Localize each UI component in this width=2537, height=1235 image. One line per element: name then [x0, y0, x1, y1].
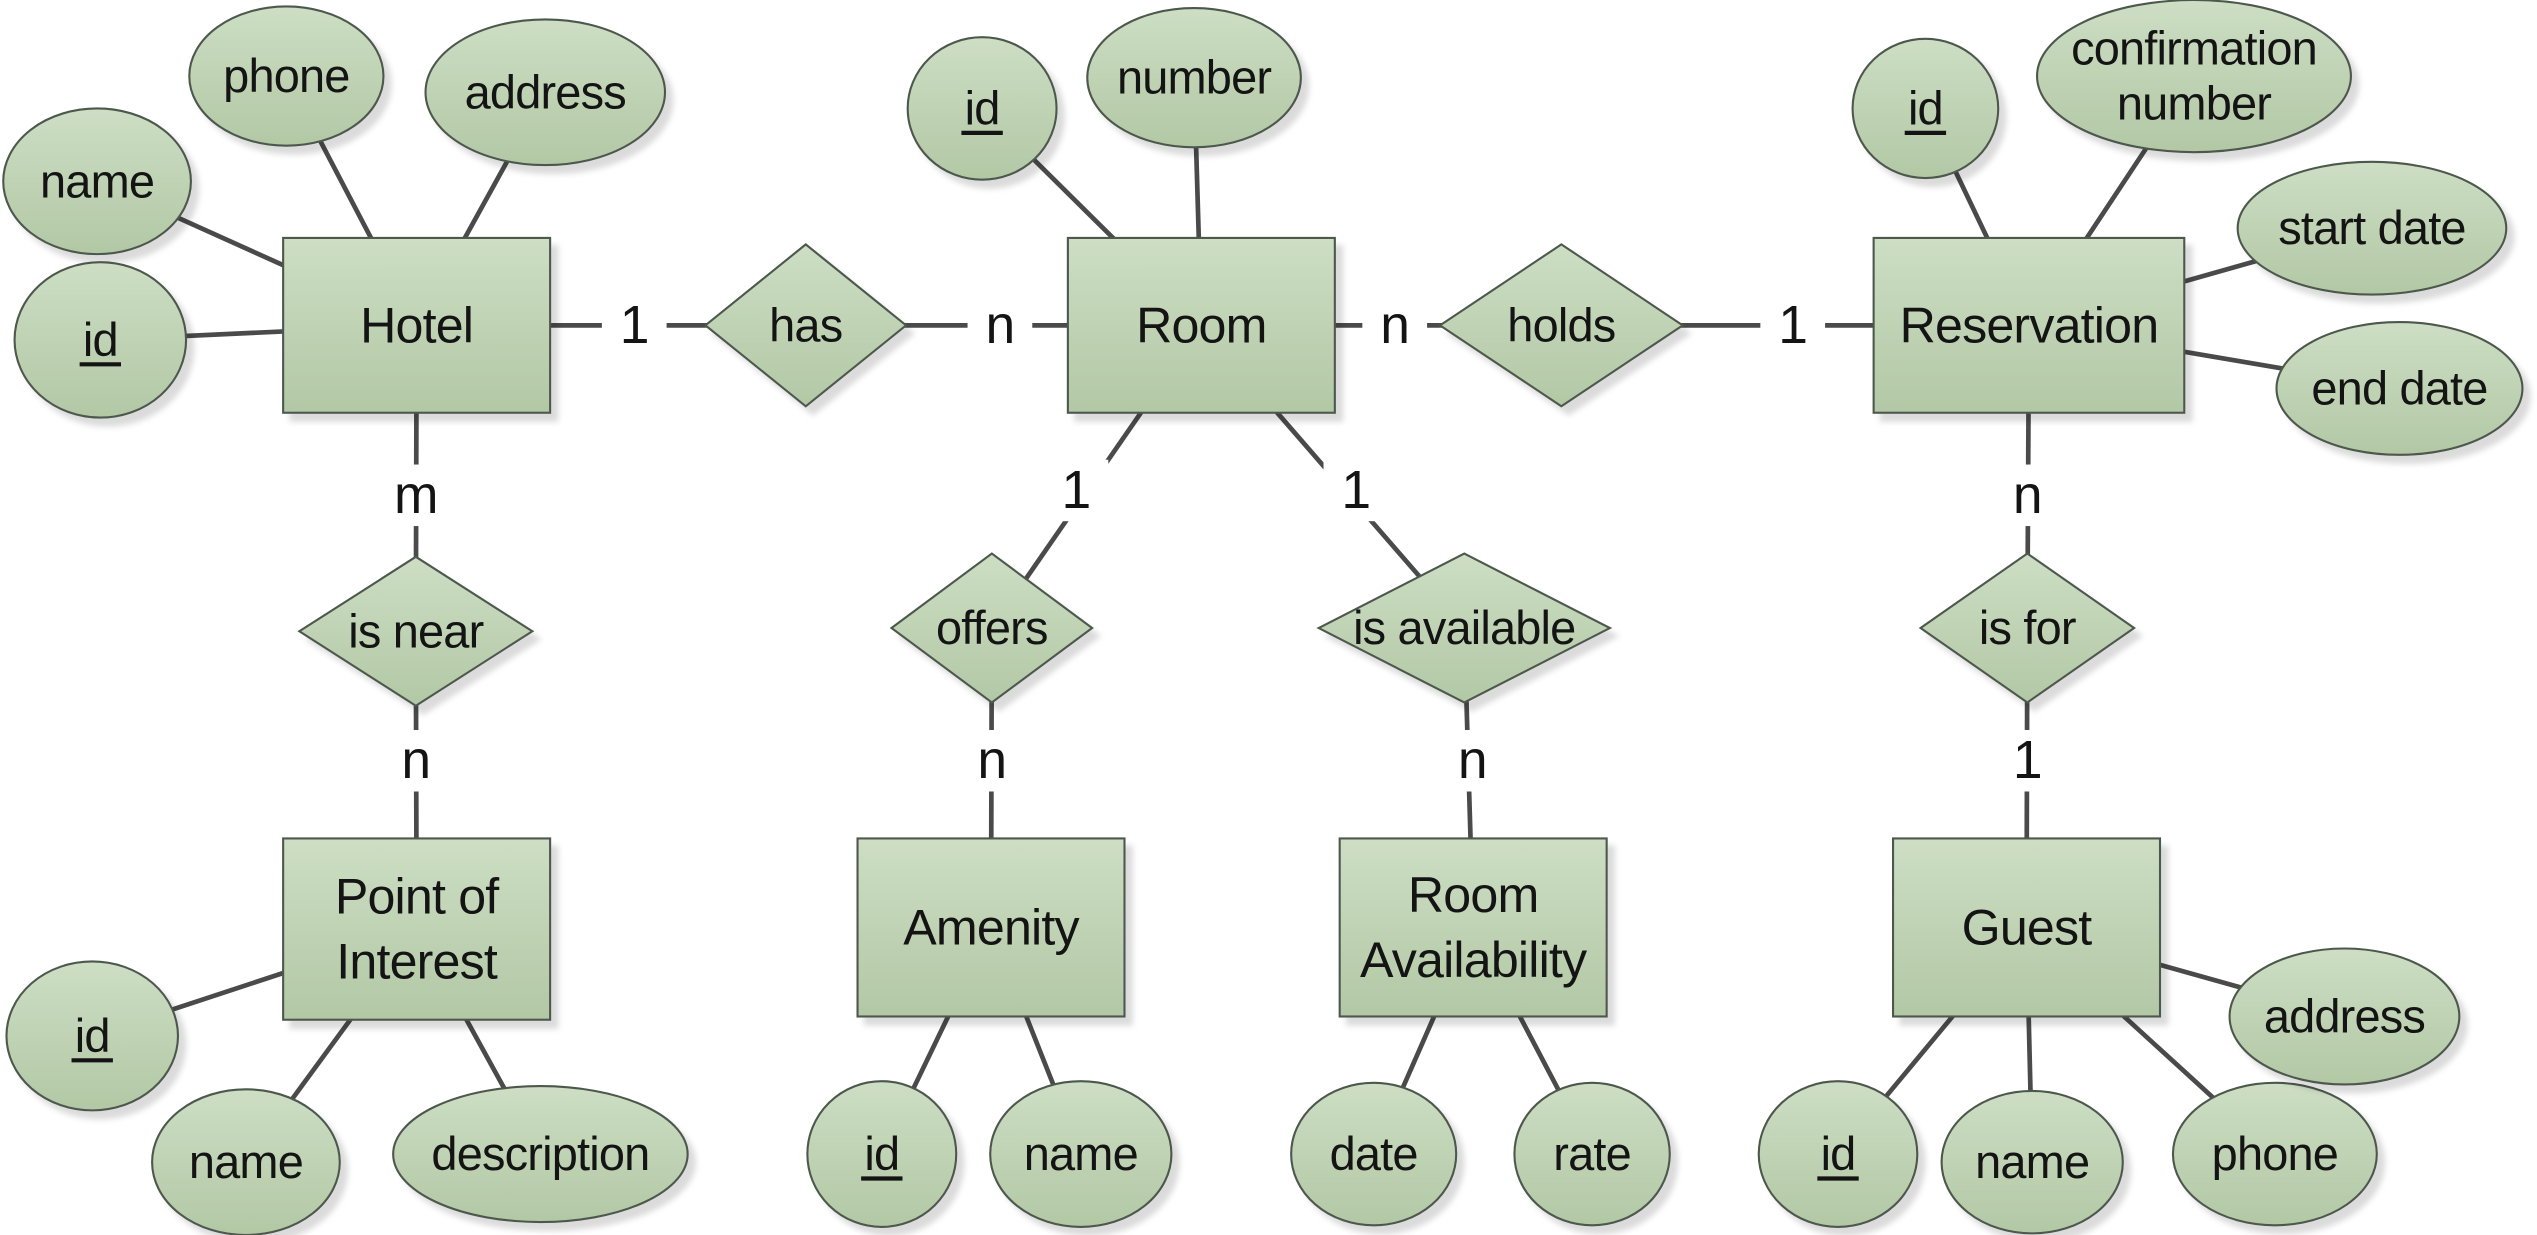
attribute-reservation_end_date	[2275, 321, 2524, 456]
cardinality-label: n	[2013, 466, 2042, 525]
cardinality-gap	[1994, 464, 2060, 527]
relationship-label-offers: offers	[936, 602, 1048, 654]
attribute-label-guest_name: name	[1975, 1136, 2089, 1188]
attribute-label-poi_description: description	[431, 1128, 649, 1180]
relationship-offers	[889, 552, 1094, 704]
relationship-label-is_near: is near	[348, 605, 483, 657]
cardinality-gap	[601, 294, 667, 357]
cardinality-label: n	[1458, 731, 1487, 790]
attribute-label-guest_phone: phone	[2212, 1128, 2338, 1180]
relationship-is_near	[297, 555, 535, 707]
cardinality-gap	[1362, 294, 1428, 357]
cardinality-gap	[1440, 729, 1505, 792]
cardinality-label: 1	[2013, 731, 2042, 790]
attribute-label-hotel_address: address	[465, 66, 626, 118]
attribute-reservation_start_date	[2236, 160, 2508, 296]
cardinality-gap	[1043, 459, 1109, 522]
attribute-amenity_name	[989, 1080, 1173, 1228]
attribute-label-room_availability_rate: rate	[1553, 1128, 1631, 1180]
relationship-label-has: has	[769, 299, 842, 351]
relationship-holds	[1438, 243, 1685, 408]
attribute-hotel_id	[13, 261, 188, 419]
attribute-guest_phone	[2171, 1081, 2378, 1227]
cardinality-label: n	[1380, 296, 1409, 355]
entity-label-amenity: Amenity	[903, 899, 1079, 955]
relationship-is_available	[1316, 552, 1613, 704]
entity-label-reservation: Reservation	[1900, 297, 2159, 353]
entity-amenity	[856, 837, 1126, 1018]
attribute-label-hotel_phone: phone	[223, 50, 349, 102]
cardinality-label: 1	[1341, 461, 1370, 520]
attribute-label-guest_id: id	[1821, 1128, 1856, 1180]
attribute-label-poi_name: name	[189, 1136, 303, 1188]
attribute-poi_id	[5, 960, 180, 1112]
attribute-label-reservation_end_date: end date	[2311, 362, 2487, 414]
cardinality-gap	[1994, 729, 2060, 792]
attribute-room_availability_date	[1290, 1081, 1458, 1227]
attribute-room_id	[906, 36, 1058, 181]
cardinality-gap	[1760, 294, 1826, 357]
entity-label-hotel: Hotel	[360, 297, 473, 353]
attribute-label-guest_address: address	[2264, 990, 2425, 1042]
cardinality-labels-layer: 1 n n 1 m n 1 n 1 n n 1	[383, 294, 2060, 792]
attribute-label-amenity_name: name	[1024, 1128, 1138, 1180]
attribute-guest_id	[1757, 1080, 1919, 1228]
attribute-guest_address	[2228, 947, 2461, 1086]
attribute-label-room_id: id	[965, 82, 1000, 134]
attribute-label-room_availability_date: date	[1330, 1128, 1418, 1180]
attribute-hotel_address	[424, 18, 667, 167]
cardinality-label: n	[401, 731, 430, 790]
attribute-label-reservation_start_date: start date	[2278, 202, 2465, 254]
cardinality-gap	[1323, 459, 1389, 522]
attribute-label-hotel_name: name	[40, 155, 154, 207]
relationship-label-holds: holds	[1507, 299, 1615, 351]
cardinality-gap	[383, 729, 449, 792]
entity-room	[1066, 236, 1336, 414]
attribute-label-amenity_id: id	[864, 1128, 899, 1180]
entity-hotel	[282, 236, 552, 414]
entity-poi	[282, 837, 552, 1021]
entity-guest	[1891, 837, 2162, 1018]
attribute-amenity_id	[806, 1080, 958, 1228]
attribute-label-hotel_id: id	[83, 314, 118, 366]
entity-room_availability	[1338, 837, 1608, 1018]
relationship-label-is_available: is available	[1353, 602, 1575, 654]
attribute-poi_description	[392, 1085, 689, 1224]
cardinality-label: 1	[620, 296, 649, 355]
cardinality-label: n	[977, 731, 1006, 790]
attribute-room_availability_rate	[1513, 1081, 1671, 1227]
attribute-reservation_id	[1851, 37, 2000, 180]
cardinality-gap	[967, 294, 1033, 357]
attribute-guest_name	[1940, 1089, 2124, 1235]
cardinality-label: n	[985, 296, 1014, 355]
attribute-label-reservation_id: id	[1908, 82, 1943, 134]
attribute-poi_name	[151, 1088, 341, 1235]
cardinality-label: m	[394, 466, 438, 525]
cardinality-gap	[383, 464, 449, 527]
cardinality-gap	[959, 729, 1025, 792]
relationship-is_for	[1918, 552, 2136, 704]
relationship-label-is_for: is for	[1979, 602, 2076, 654]
attribute-reservation_confirmation_number	[2036, 0, 2352, 154]
attribute-label-room_number: number	[1117, 52, 1271, 104]
relationship-has	[703, 243, 908, 408]
cardinality-label: 1	[1778, 296, 1807, 355]
entity-reservation	[1872, 236, 2186, 414]
attribute-hotel_name	[2, 107, 192, 256]
entity-label-room: Room	[1136, 297, 1267, 353]
attribute-room_number	[1086, 7, 1302, 149]
entity-label-guest: Guest	[1962, 899, 2093, 955]
cardinality-label: 1	[1062, 461, 1091, 520]
attribute-label-poi_id: id	[75, 1010, 110, 1062]
attribute-hotel_phone	[188, 5, 385, 147]
